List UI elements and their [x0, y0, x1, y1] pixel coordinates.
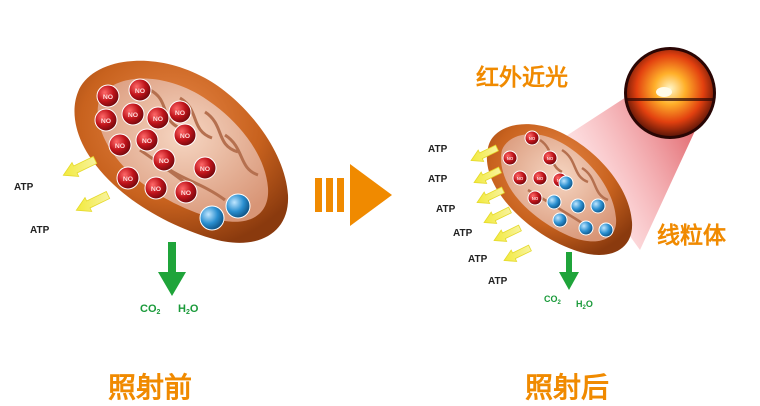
no-molecule: NO	[116, 166, 140, 190]
co2-label: CO2	[544, 294, 562, 306]
blue-molecule	[578, 220, 594, 236]
no-molecule: NO	[542, 150, 558, 166]
blue-molecule-group	[199, 193, 251, 231]
svg-text:NO: NO	[115, 143, 126, 150]
after-caption: 照射后	[525, 371, 610, 404]
mitochondria-label: 线粒体	[657, 223, 726, 249]
svg-text:NO: NO	[200, 166, 211, 173]
svg-text:NO: NO	[153, 116, 164, 123]
no-molecule: NO	[512, 170, 528, 186]
blue-molecule	[546, 194, 562, 210]
svg-text:NO: NO	[181, 190, 192, 197]
atp-arrow: ATP	[428, 144, 499, 162]
no-molecule: NO	[524, 130, 540, 146]
svg-text:NO: NO	[507, 156, 514, 161]
no-molecule: NO	[532, 170, 548, 186]
atp-arrow: ATP	[30, 190, 111, 236]
blue-molecule	[590, 198, 606, 214]
atp-arrow: ATP	[436, 186, 505, 215]
atp-label: ATP	[436, 204, 456, 215]
atp-label: ATP	[30, 225, 50, 236]
no-molecule: NO	[193, 156, 217, 180]
atp-arrow-group: ATP ATP	[14, 155, 111, 236]
atp-label: ATP	[453, 228, 473, 239]
near-infrared-label: 红外近光	[476, 65, 568, 91]
svg-text:NO: NO	[180, 133, 191, 140]
co2-label: CO2	[140, 303, 161, 316]
sunset-sphere-icon	[624, 47, 716, 139]
no-molecule: NO	[502, 150, 518, 166]
no-molecule: NO	[173, 123, 197, 147]
svg-text:NO: NO	[151, 186, 162, 193]
atp-arrow: ATP	[14, 155, 98, 193]
atp-arrow: ATP	[488, 244, 532, 287]
svg-text:NO: NO	[103, 94, 114, 101]
no-molecule: NO	[168, 100, 192, 124]
svg-text:NO: NO	[128, 112, 139, 119]
svg-text:NO: NO	[142, 138, 153, 145]
blue-molecule	[199, 205, 225, 231]
atp-label: ATP	[428, 144, 448, 155]
h2o-label: H2O	[178, 303, 199, 316]
blue-molecule	[558, 175, 574, 191]
no-molecule: NO	[144, 176, 168, 200]
blue-molecule	[225, 193, 251, 219]
no-molecule: NO	[108, 133, 132, 157]
atp-arrow: ATP	[428, 166, 502, 185]
mitochondrion-inner-matrix	[500, 134, 617, 242]
atp-label: ATP	[488, 276, 508, 287]
svg-text:NO: NO	[175, 110, 186, 117]
no-molecule: NO	[174, 180, 198, 204]
atp-arrow: ATP	[468, 224, 522, 265]
no-molecule-group: NO NO NO NO NO NO NO NO NO NO NO NO NO NO	[94, 78, 217, 204]
svg-text:NO: NO	[517, 176, 524, 181]
no-molecule: NO	[121, 102, 145, 126]
atp-arrow: ATP	[453, 206, 512, 239]
no-molecule: NO	[146, 106, 170, 130]
no-molecule: NO	[94, 108, 118, 132]
before-caption: 照射前	[108, 371, 193, 404]
blue-molecule	[552, 212, 568, 228]
no-molecule: NO	[96, 84, 120, 108]
svg-text:NO: NO	[532, 196, 539, 201]
blue-molecule	[570, 198, 586, 214]
no-molecule: NO	[527, 190, 543, 206]
svg-text:NO: NO	[135, 88, 146, 95]
svg-text:NO: NO	[529, 136, 536, 141]
gas-output-arrow	[559, 252, 579, 290]
triple-bar-arrow-icon	[315, 164, 392, 226]
no-molecule: NO	[128, 78, 152, 102]
svg-text:NO: NO	[123, 176, 134, 183]
blue-molecule-group	[546, 175, 614, 238]
svg-text:NO: NO	[101, 118, 112, 125]
blue-molecule	[598, 222, 614, 238]
h2o-label: H2O	[576, 299, 593, 311]
svg-text:NO: NO	[537, 176, 544, 181]
atp-label: ATP	[14, 182, 34, 193]
atp-label: ATP	[428, 174, 448, 185]
atp-label: ATP	[468, 254, 488, 265]
svg-text:NO: NO	[159, 158, 170, 165]
no-molecule: NO	[135, 128, 159, 152]
svg-text:NO: NO	[547, 156, 554, 161]
no-molecule: NO	[152, 148, 176, 172]
gas-output-arrow	[158, 242, 186, 296]
